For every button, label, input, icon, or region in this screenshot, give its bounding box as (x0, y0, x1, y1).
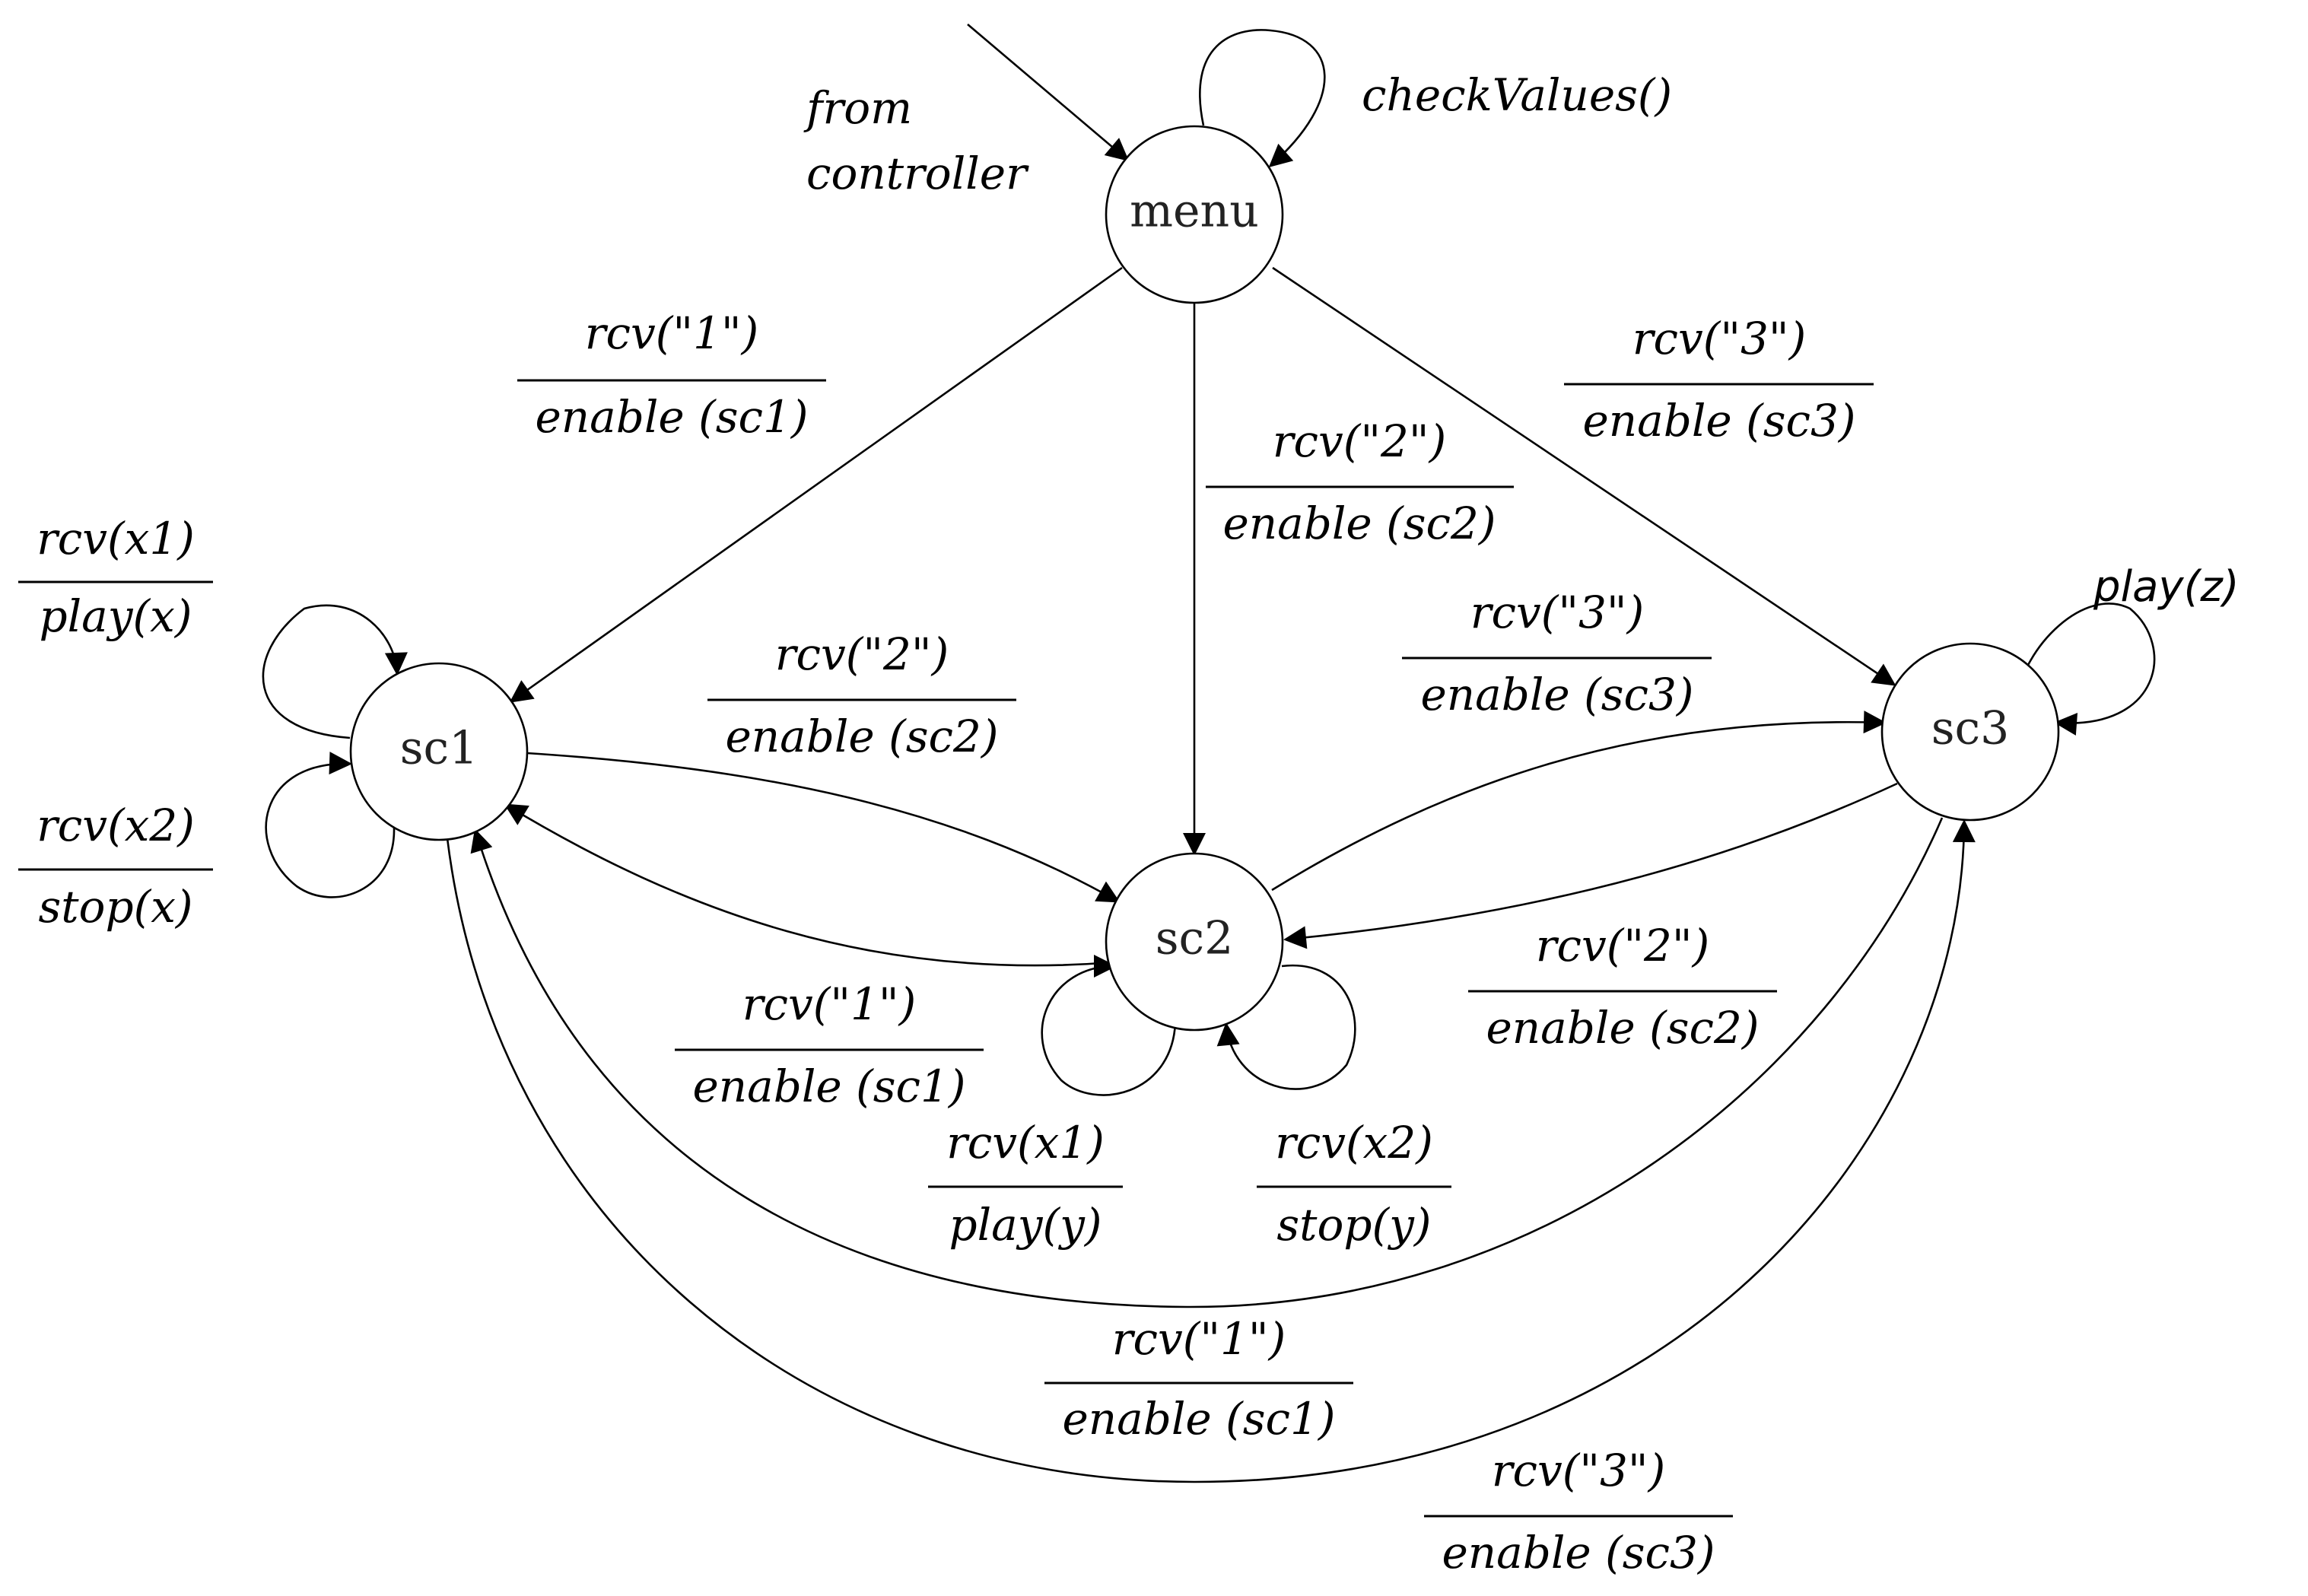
loop-menu-label: checkValues() (1362, 69, 1672, 121)
label-menu-sc3-action: enable (sc3) (1582, 395, 1855, 447)
label-menu-sc3-event: rcv("3") (1632, 313, 1807, 364)
label-menu-sc2-action: enable (sc2) (1222, 498, 1496, 549)
label-loop-sc1-top: rcv(x1) play(x) (18, 513, 213, 642)
state-sc2-label: sc2 (1156, 912, 1234, 965)
label-sc3-sc1-event: rcv("1") (1112, 1313, 1286, 1365)
label-loop-sc2-left-event: rcv(x1) (946, 1117, 1105, 1168)
label-sc1-sc2-event: rcv("2") (775, 628, 949, 680)
initial-label-line1: from (803, 82, 912, 134)
label-sc2-sc1: rcv("1") enable (sc1) (675, 978, 984, 1112)
label-sc3-sc2: rcv("2") enable (sc2) (1468, 920, 1777, 1054)
label-loop-sc2-right-event: rcv(x2) (1275, 1117, 1433, 1168)
edge-sc2-to-sc3 (1271, 711, 1887, 892)
label-sc3-sc2-action: enable (sc2) (1486, 1002, 1759, 1054)
label-sc1-sc3: rcv("3") enable (sc3) (1424, 1445, 1733, 1579)
label-sc2-sc3-action: enable (sc3) (1420, 669, 1693, 720)
loop-sc2-right (1216, 964, 1356, 1090)
edge-sc1-to-sc2 (526, 752, 1121, 903)
label-loop-sc2-left: rcv(x1) play(y) (928, 1117, 1123, 1251)
loop-sc3 (2014, 602, 2156, 736)
initial-label-line2: controller (806, 148, 1029, 199)
loop-sc1-bottom (265, 752, 396, 898)
label-loop-sc1-bottom-event: rcv(x2) (37, 800, 195, 851)
label-menu-sc2-event: rcv("2") (1273, 415, 1447, 467)
label-menu-sc3: rcv("3") enable (sc3) (1564, 313, 1874, 447)
label-loop-sc2-left-action: play(y) (949, 1199, 1102, 1251)
edge-sc3-to-sc1 (470, 817, 1944, 1308)
label-loop-sc1-bottom: rcv(x2) stop(x) (18, 800, 213, 933)
label-loop-sc2-right-action: stop(y) (1276, 1199, 1431, 1251)
label-sc1-sc3-action: enable (sc3) (1442, 1527, 1715, 1579)
state-sc2: sc2 (1105, 852, 1284, 1032)
label-sc2-sc3: rcv("3") enable (sc3) (1402, 587, 1712, 720)
loop-menu (1199, 29, 1326, 167)
loop-sc2-left (1041, 955, 1177, 1096)
loop-sc3-label: play(z) (2093, 562, 2240, 612)
label-menu-sc2: rcv("2") enable (sc2) (1206, 415, 1514, 549)
label-sc1-sc2: rcv("2") enable (sc2) (707, 628, 1016, 762)
label-sc1-sc2-action: enable (sc2) (725, 711, 998, 762)
state-menu-label: menu (1130, 185, 1259, 238)
state-sc3-label: sc3 (1931, 702, 2010, 755)
state-sc3: sc3 (1880, 642, 2060, 822)
edge-sc2-to-sc1 (504, 803, 1113, 967)
label-menu-sc1-event: rcv("1") (585, 307, 759, 359)
initial-transition-arrow (967, 24, 1130, 161)
edge-sc3-to-sc2 (1283, 782, 1898, 949)
label-loop-sc1-top-action: play(x) (40, 590, 192, 642)
state-menu: menu (1105, 125, 1284, 304)
label-sc2-sc3-event: rcv("3") (1470, 587, 1645, 638)
label-sc2-sc1-event: rcv("1") (742, 978, 917, 1030)
loop-sc1-top (262, 604, 408, 739)
label-menu-sc1-action: enable (sc1) (535, 391, 808, 443)
label-loop-sc1-top-event: rcv(x1) (37, 513, 195, 564)
edge-sc1-to-sc3 (446, 819, 1976, 1483)
label-sc3-sc1: rcv("1") enable (sc1) (1044, 1313, 1353, 1445)
state-sc1-label: sc1 (400, 722, 478, 775)
label-loop-sc1-bottom-action: stop(x) (38, 881, 192, 933)
label-menu-sc1: rcv("1") enable (sc1) (517, 307, 826, 443)
state-sc1: sc1 (349, 662, 529, 841)
label-loop-sc2-right: rcv(x2) stop(y) (1257, 1117, 1451, 1251)
label-sc2-sc1-action: enable (sc1) (692, 1060, 965, 1112)
label-sc1-sc3-event: rcv("3") (1492, 1445, 1666, 1496)
edge-menu-to-sc3 (1272, 266, 1896, 686)
label-sc3-sc1-action: enable (sc1) (1062, 1393, 1335, 1445)
label-sc3-sc2-event: rcv("2") (1536, 920, 1710, 971)
edge-menu-to-sc1 (509, 266, 1123, 703)
